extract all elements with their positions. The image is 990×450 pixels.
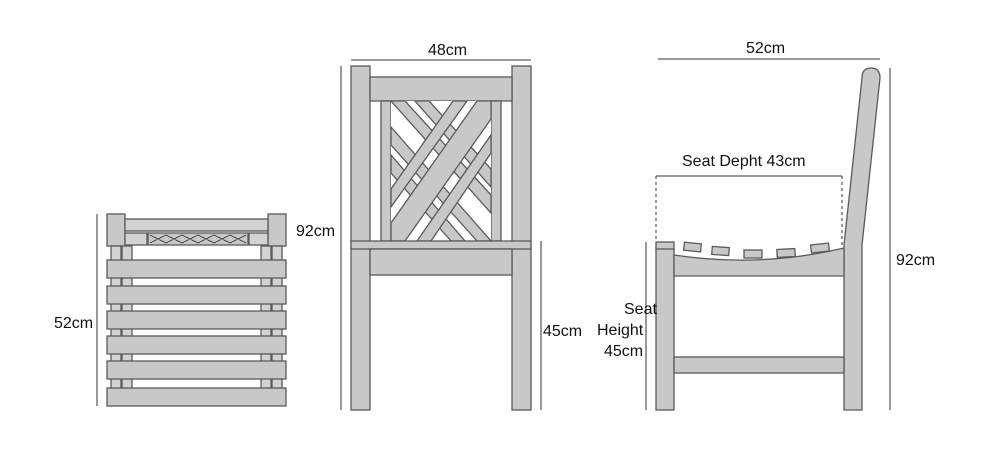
- side-view: 52cm Seat Depht 43cm Seat Height 45cm 92…: [597, 40, 935, 411]
- side-seat-height-label-line-2: Height: [597, 322, 644, 339]
- side-seat-height-label-line-1: Seat: [624, 301, 657, 318]
- plan-seat-slat: [106, 387, 287, 407]
- plan-seat-slat: [106, 259, 287, 279]
- plan-back-right-post: [267, 213, 287, 247]
- side-slat-end: [743, 249, 763, 259]
- side-seat-height-label-line-3: 45cm: [604, 343, 643, 360]
- front-seat-apron: [369, 248, 513, 276]
- front-seat-height-label: 45cm: [543, 323, 582, 340]
- front-lattice-bar: [390, 100, 469, 210]
- front-lattice-left-stile: [380, 100, 392, 242]
- side-back-post: [843, 67, 881, 411]
- plan-seat-slat: [106, 335, 287, 355]
- front-top-rail: [369, 76, 513, 102]
- front-view: 48cm 92cm 45cm: [296, 42, 582, 411]
- side-slat-end: [809, 242, 831, 254]
- plan-depth-label: 52cm: [54, 315, 93, 332]
- front-right-post: [511, 65, 532, 411]
- side-height-label: 92cm: [896, 252, 935, 269]
- side-stretcher: [673, 356, 845, 374]
- plan-lattice-pattern: [149, 234, 247, 244]
- plan-lattice-back: [147, 232, 249, 246]
- front-seat-edge: [350, 240, 532, 250]
- plan-seat-slat: [106, 310, 287, 330]
- side-depth-label: 52cm: [746, 40, 785, 57]
- side-slat-end: [711, 245, 730, 257]
- front-width-label: 48cm: [428, 42, 467, 59]
- front-lattice-pattern: [389, 100, 493, 242]
- plan-right-stile: [248, 232, 269, 246]
- plan-back-rail: [124, 218, 269, 232]
- plan-back-left-post: [106, 213, 126, 247]
- front-height-label: 92cm: [296, 223, 335, 240]
- side-slat-end: [682, 241, 703, 253]
- side-front-leg: [655, 247, 675, 411]
- plan-view: 52cm: [54, 213, 287, 407]
- side-seat-rail: [673, 247, 845, 277]
- plan-seat-slat: [106, 285, 287, 305]
- side-slat-end: [655, 241, 675, 250]
- front-lattice-right-stile: [490, 100, 502, 242]
- side-slat-end: [776, 247, 796, 259]
- plan-left-stile: [124, 232, 148, 246]
- plan-seat-slat: [106, 360, 287, 380]
- side-seat-depth-label: Seat Depht 43cm: [682, 153, 806, 170]
- front-left-post: [350, 65, 371, 411]
